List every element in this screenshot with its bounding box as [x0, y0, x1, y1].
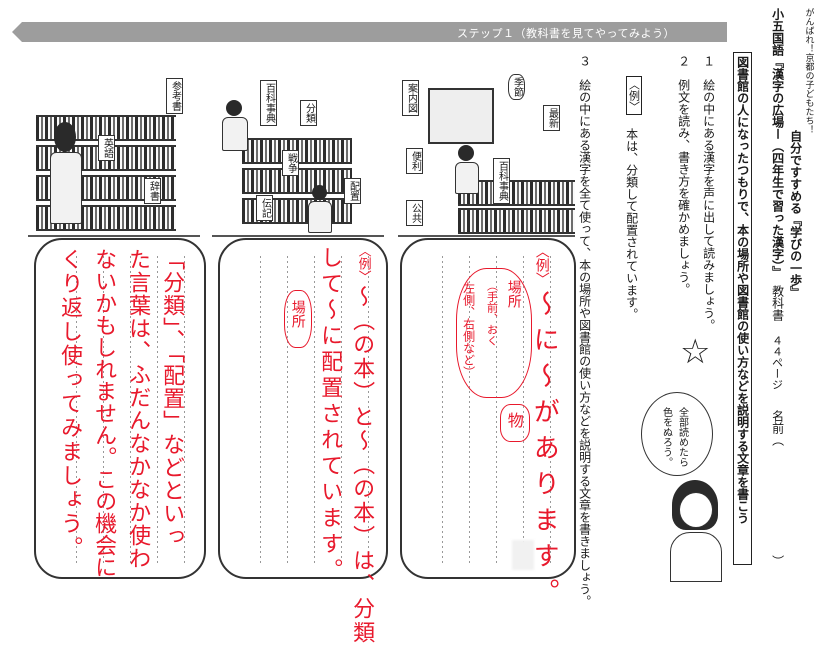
girl-character	[666, 480, 724, 582]
scene-left-library: 参考書 英語 辞書	[28, 60, 200, 237]
bubble1-example-label: 〈例〉	[533, 244, 550, 286]
worksheet-subtitle: 小五国語『漢字の広場ー（四年生で習った漢字）』	[770, 8, 785, 278]
textbook-label: 教科書	[770, 285, 785, 321]
sign-english: 英語	[98, 135, 115, 161]
sign-encyclopedia: 百科事典	[493, 158, 510, 204]
sign-placement: 配置	[344, 178, 361, 204]
sign-guide-map: 案内図	[402, 80, 419, 116]
sign-encyclopedia: 百科事典	[260, 80, 277, 126]
example-label: 〈例〉	[626, 76, 642, 115]
person	[50, 152, 82, 224]
scene-middle-library: 百科事典 分類 戦争 伝記 配置	[212, 60, 384, 237]
bubble2-place-circle	[284, 290, 312, 348]
page-number: ４４ページ	[770, 335, 784, 390]
character-speech-bubble: 全部読めたら 色をぬろう。	[641, 392, 713, 476]
bubble3-line1: 「分類」、「配置」などといっ	[159, 248, 185, 548]
step-banner: ステップ１（教科書を見てやってみよう）	[12, 22, 727, 42]
person	[458, 145, 474, 161]
person	[226, 100, 242, 116]
person	[312, 185, 327, 200]
slogan: がんばれ！京都の子どもたち！	[803, 8, 814, 134]
bubble1-line1: 〜に〜があります。	[529, 290, 560, 614]
sign-classification: 分類	[300, 100, 317, 126]
person	[222, 117, 248, 151]
sign-biography: 伝記	[256, 195, 273, 221]
name-close: ）	[770, 555, 785, 567]
girl-body	[670, 532, 722, 582]
task-heading: 図書館の人になったつもりで、本の場所や図書館の使い方などを説明する文章を書こう	[733, 52, 752, 565]
person	[308, 201, 332, 233]
sign-convenient: 便利	[406, 148, 423, 174]
sign-public: 公共	[406, 200, 423, 226]
scene-right-library: 最新 季節 案内図 便利 公共 百科事典	[398, 60, 575, 237]
star-icon: ☆	[680, 332, 711, 372]
girl-face	[679, 492, 713, 528]
bubble3-line3: ないかもしれません。この機会に	[91, 248, 117, 578]
step-3: ３ 絵の中にある漢字を全て使って、本の場所や図書館の使い方などを説明する文章を書…	[577, 55, 592, 607]
bubble2-example-label: 〈例〉	[355, 244, 371, 283]
shelf	[458, 208, 575, 234]
example-sentence: 本は、分類して配置されています。	[624, 128, 639, 320]
bubble2-line1: 〜（の本）と〜（の本）は、分類	[349, 285, 375, 645]
bulletin-board	[428, 88, 494, 144]
bubble2-line2: して〜に配置されています。	[317, 246, 343, 584]
bubble1-object-circle	[500, 404, 530, 442]
speech-line-1: 全部読めたら	[676, 407, 688, 467]
bubble3-line2: た言葉は、ふだんなかなか使わ	[125, 248, 151, 570]
person	[455, 162, 479, 194]
step-2: ２ 例文を読み、書き方を確かめましょう。	[676, 55, 691, 295]
bubble1-annotation-circle	[456, 268, 532, 398]
redaction-mark	[512, 540, 534, 570]
sign-newest: 最新	[543, 105, 560, 131]
sign-war: 戦争	[282, 150, 299, 176]
sign-dictionary: 辞書	[144, 178, 161, 204]
worksheet-title: 自分ですすめる『学びの一歩』	[788, 130, 803, 298]
answer-bubble-3[interactable]	[34, 238, 206, 579]
name-label: 名前（	[770, 410, 785, 446]
speech-line-2: 色をぬろう。	[660, 407, 672, 467]
ruled-lines	[50, 254, 190, 563]
step-1: １ 絵の中にある漢字を声に出して読みましょう。	[701, 55, 716, 331]
sign-reference-books: 参考書	[166, 78, 183, 114]
person	[54, 122, 76, 152]
sign-season: 季節	[508, 74, 525, 100]
step-banner-text: ステップ１（教科書を見てやってみよう）	[457, 27, 675, 40]
bubble3-line4: くり返し使ってみましょう。	[57, 248, 83, 560]
